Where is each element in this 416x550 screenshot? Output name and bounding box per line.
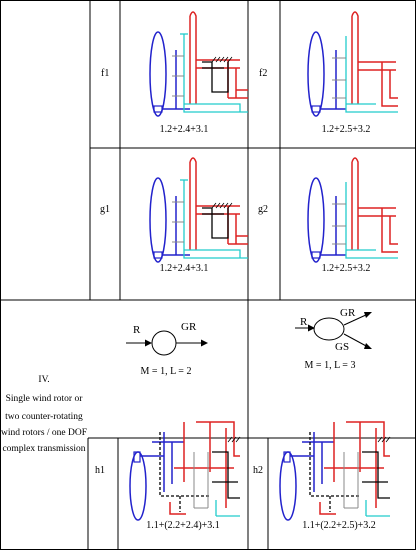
rotor-ellipse [313,317,345,341]
block2-output1-label: GR [340,307,356,319]
block1-formula: M = 1, L = 2 [140,366,192,377]
cell-label-g1: g1 [100,204,110,215]
formula-f2: 1.2+2.5+3.2 [321,124,371,135]
formula-g2: 1.2+2.5+3.2 [321,263,371,274]
section-numeral: IV. [38,375,50,385]
output-arrowhead [201,339,208,347]
section-line-3: wind rotors / one DOF [0,428,88,438]
section-line-4: complex transmission [2,444,86,454]
block2-output2-label: GS [335,341,350,353]
block1-output-label: GR [181,321,197,333]
cell-label-h2: h2 [253,465,263,476]
block2-formula: M = 1, L = 3 [304,360,356,371]
input-arrowhead [145,339,152,347]
cell-label-g2: g2 [258,204,268,215]
cell-label-f2: f2 [259,68,268,79]
section-line-1: Single wind rotor or [5,394,83,404]
formula-h2: 1.1+(2.2+2.5)+3.2 [302,520,376,531]
formula-g1: 1.2+2.4+3.1 [159,263,209,274]
formula-h1: 1.1+(2.2+2.4)+3.1 [146,520,220,531]
block1-input-label: R [133,324,141,336]
cell-label-f1: f1 [101,68,110,79]
block2-input-label: R [300,316,308,328]
section-line-2: two counter-rotating [5,412,83,422]
formula-f1: 1.2+2.4+3.1 [159,124,209,135]
cell-label-h1: h1 [95,465,105,476]
